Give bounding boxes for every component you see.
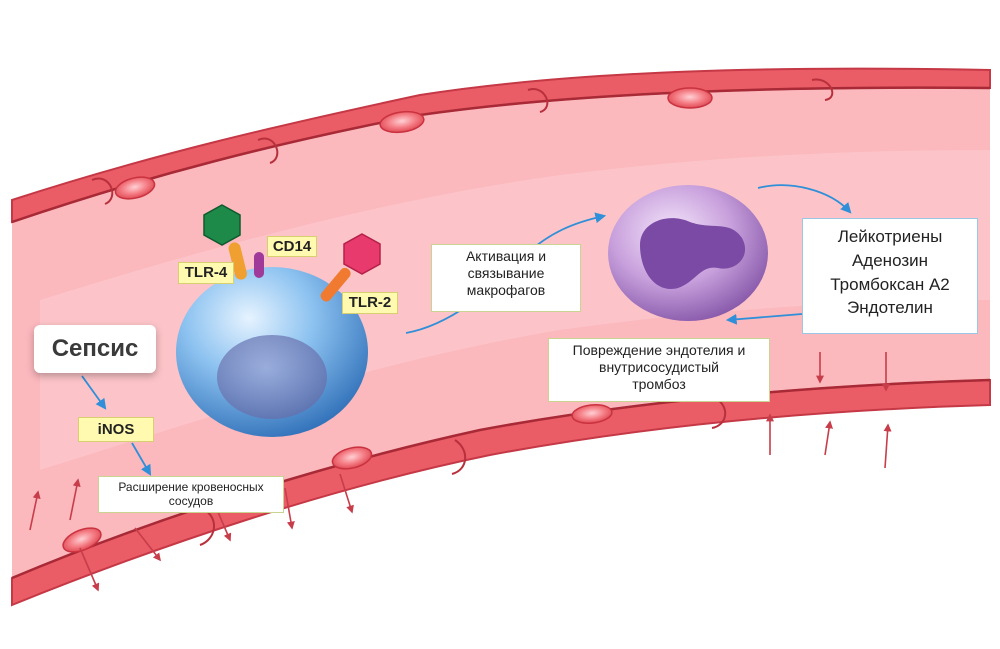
vasodilation-line: сосудов xyxy=(168,494,214,509)
vasodilation-line: Расширение кровеносных xyxy=(118,480,264,494)
mediator-item: Тромбоксан A2 xyxy=(830,274,950,294)
macrophage-nucleus xyxy=(217,335,327,419)
damage-line: тромбоз xyxy=(632,375,686,392)
mediator-item: Лейкотриены xyxy=(837,227,943,246)
activation-line: связывание xyxy=(467,264,545,281)
upper-endothelial-nuclei xyxy=(114,87,713,200)
arrow-sepsis-to-inos xyxy=(81,375,107,410)
sepsis-label: Сепсис xyxy=(34,325,156,373)
activation-line: Активация и xyxy=(465,248,547,264)
endothelium-damage-label: Повреждение эндотелия и внутрисосудистый… xyxy=(548,338,770,402)
damage-line: внутрисосудистый xyxy=(599,358,719,375)
mediators-box: Лейкотриены Аденозин Тромбоксан A2 Эндот… xyxy=(802,218,978,334)
macrophage-activation-label: Активация и связывание макрофагов xyxy=(431,244,581,312)
damage-line: Повреждение эндотелия и xyxy=(572,342,746,358)
upper-cell-junctions xyxy=(91,78,834,205)
inward-leakage-arrows xyxy=(766,352,892,469)
cd14-label: CD14 xyxy=(267,236,317,257)
tlr2-receptor xyxy=(320,267,351,302)
arrow-neutrophil-to-mediators xyxy=(757,184,852,214)
tlr2-label: TLR-2 xyxy=(342,292,398,314)
lower-endothelial-nuclei xyxy=(62,404,613,553)
mediator-item: Эндотелин xyxy=(847,298,933,318)
arrow-mediators-to-damage xyxy=(725,313,803,325)
activation-line: макрофагов xyxy=(466,281,546,298)
cd14-receptor xyxy=(254,252,264,278)
arrow-inos-to-vasodilation xyxy=(131,442,152,476)
tlr4-receptor xyxy=(228,242,247,280)
neutrophil-nucleus xyxy=(640,218,746,289)
ligand-hexagon-pink xyxy=(343,233,381,275)
mediator-item: Аденозин xyxy=(851,250,929,270)
lps-ligand-hexagon-green xyxy=(203,204,241,246)
tlr4-label: TLR-4 xyxy=(178,262,234,284)
inos-label: iNOS xyxy=(78,417,154,442)
vasodilation-label: Расширение кровеносных сосудов xyxy=(98,476,284,513)
lower-wall-edge xyxy=(11,378,991,580)
